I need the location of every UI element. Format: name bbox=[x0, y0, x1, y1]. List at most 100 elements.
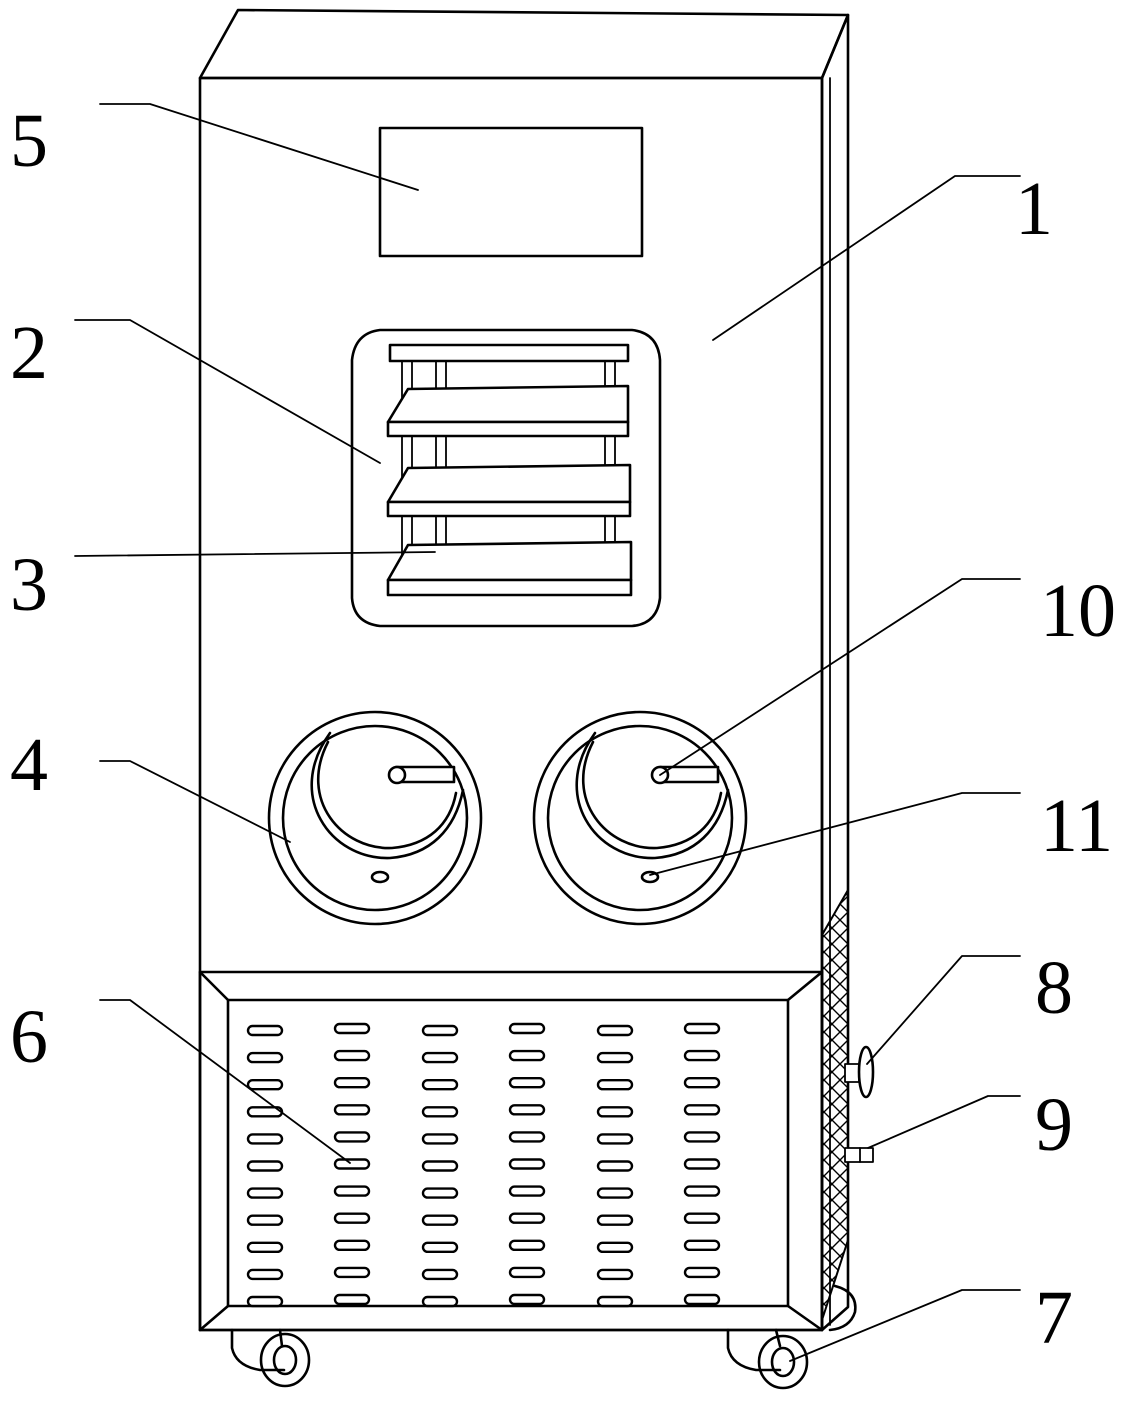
vent-slot bbox=[598, 1189, 632, 1198]
label-10: 10 bbox=[1040, 569, 1116, 653]
shelf-top-plate bbox=[390, 345, 628, 361]
vent-slot bbox=[248, 1162, 282, 1171]
vent-slot bbox=[510, 1105, 544, 1114]
vent-panel-inner bbox=[228, 1000, 788, 1306]
port-inner-ring bbox=[283, 726, 467, 910]
vent-slot bbox=[685, 1024, 719, 1033]
label-11: 11 bbox=[1040, 784, 1113, 868]
vent-slot bbox=[685, 1241, 719, 1250]
vent-slot bbox=[685, 1214, 719, 1223]
vent-slot bbox=[598, 1243, 632, 1252]
vent-slot bbox=[685, 1268, 719, 1277]
leader-8 bbox=[867, 956, 1020, 1064]
vent-slot bbox=[685, 1051, 719, 1060]
vent-slot bbox=[248, 1189, 282, 1198]
vent-slot bbox=[423, 1026, 457, 1035]
vent-slot bbox=[423, 1107, 457, 1116]
label-6: 6 bbox=[10, 995, 48, 1079]
glove-curve-inner bbox=[583, 742, 721, 848]
leader-lines bbox=[75, 104, 1020, 1361]
display-screen bbox=[380, 128, 642, 256]
vent-slot bbox=[510, 1187, 544, 1196]
shelf-3 bbox=[388, 542, 631, 595]
vent-slot bbox=[598, 1216, 632, 1225]
port-pivot bbox=[389, 767, 405, 783]
vent-slot bbox=[598, 1080, 632, 1089]
port-vent-hole bbox=[372, 872, 388, 882]
vent-slot bbox=[335, 1051, 369, 1060]
side-outlet bbox=[845, 1148, 873, 1162]
vent-slot bbox=[335, 1078, 369, 1087]
label-4: 4 bbox=[10, 723, 48, 807]
leader-9 bbox=[868, 1096, 1020, 1148]
vent-slot bbox=[598, 1053, 632, 1062]
vent-slot bbox=[335, 1268, 369, 1277]
vent-slot bbox=[423, 1080, 457, 1089]
port-outer-ring bbox=[269, 712, 481, 924]
leader-4 bbox=[100, 761, 290, 842]
label-1: 1 bbox=[1015, 167, 1053, 251]
shelf-1 bbox=[388, 386, 628, 436]
vent-slot bbox=[248, 1297, 282, 1306]
leader-3 bbox=[75, 552, 435, 556]
vent-slot bbox=[598, 1107, 632, 1116]
vent-slot bbox=[335, 1160, 369, 1169]
vent-slot bbox=[510, 1051, 544, 1060]
vent-slots bbox=[248, 1024, 719, 1306]
vent-slot bbox=[685, 1105, 719, 1114]
vent-slot bbox=[248, 1216, 282, 1225]
cabinet-top bbox=[200, 10, 848, 78]
vent-slot bbox=[248, 1134, 282, 1143]
vent-slot bbox=[423, 1216, 457, 1225]
label-3: 3 bbox=[10, 543, 48, 627]
cabinet-front bbox=[200, 78, 822, 1330]
vent-slot bbox=[598, 1134, 632, 1143]
vent-slot bbox=[510, 1160, 544, 1169]
vent-slot bbox=[598, 1026, 632, 1035]
vent-slot bbox=[598, 1270, 632, 1279]
vent-slot bbox=[685, 1187, 719, 1196]
vent-slot bbox=[335, 1241, 369, 1250]
vent-slot bbox=[685, 1295, 719, 1304]
vent-slot bbox=[685, 1132, 719, 1141]
vent-slot bbox=[423, 1162, 457, 1171]
vent-slot bbox=[248, 1026, 282, 1035]
observation-window bbox=[352, 330, 660, 626]
vent-slot bbox=[510, 1295, 544, 1304]
leader-11 bbox=[650, 793, 1020, 875]
vent-slot bbox=[335, 1105, 369, 1114]
label-9: 9 bbox=[1035, 1083, 1073, 1167]
vent-slot bbox=[423, 1270, 457, 1279]
glove-curve-inner bbox=[318, 742, 456, 848]
leader-6 bbox=[100, 1000, 350, 1163]
vent-slot bbox=[510, 1078, 544, 1087]
vent-slot bbox=[510, 1241, 544, 1250]
vent-slot bbox=[248, 1243, 282, 1252]
reference-labels: 5 1 2 3 4 10 11 6 8 9 7 bbox=[10, 99, 1116, 1360]
shelf-2 bbox=[388, 465, 630, 516]
vent-slot bbox=[423, 1134, 457, 1143]
vent-slot bbox=[335, 1187, 369, 1196]
leader-1 bbox=[713, 176, 1020, 340]
vent-slot bbox=[248, 1053, 282, 1062]
vent-slot bbox=[685, 1078, 719, 1087]
vent-slot bbox=[510, 1214, 544, 1223]
label-8: 8 bbox=[1035, 946, 1073, 1030]
label-2: 2 bbox=[10, 311, 48, 395]
side-hatched-panel bbox=[822, 890, 848, 1320]
vent-slot bbox=[423, 1053, 457, 1062]
vent-slot bbox=[335, 1024, 369, 1033]
vent-slot bbox=[510, 1268, 544, 1277]
vent-slot bbox=[423, 1297, 457, 1306]
label-7: 7 bbox=[1035, 1276, 1073, 1360]
caster-front-left bbox=[232, 1330, 309, 1386]
vent-slot bbox=[248, 1270, 282, 1279]
vent-slot bbox=[423, 1189, 457, 1198]
port-inner-ring bbox=[548, 726, 732, 910]
leader-2 bbox=[75, 320, 380, 463]
vent-slot bbox=[598, 1297, 632, 1306]
vent-slot bbox=[510, 1024, 544, 1033]
vent-slot bbox=[598, 1162, 632, 1171]
